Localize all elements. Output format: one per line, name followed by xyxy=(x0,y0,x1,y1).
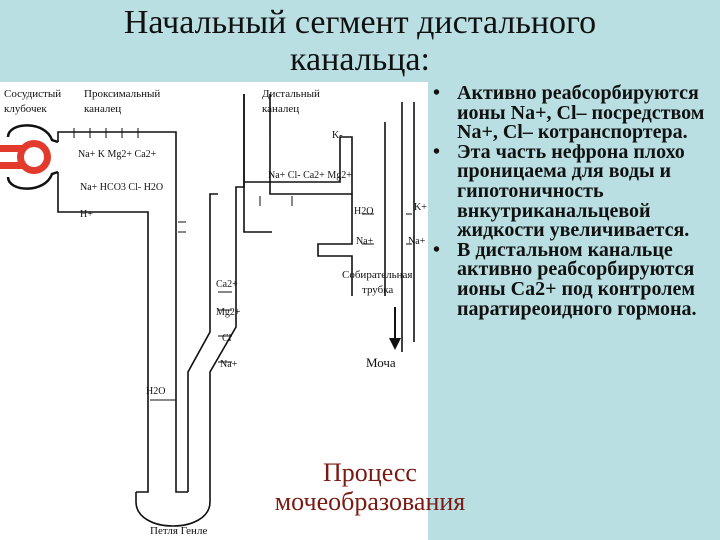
reabsorption-arrows xyxy=(73,128,412,401)
label-loop-of-henle: Петля Генле xyxy=(150,525,207,537)
ion-prox-h: H+ xyxy=(80,209,93,220)
ion-collecting-na-2: Na+ xyxy=(408,236,426,247)
ion-prox-row-1: Na+ K Mg2+ Ca2+ xyxy=(78,149,157,160)
ion-collecting-h2o: H2O xyxy=(354,206,373,217)
label-glomerulus-line-1: Сосудистый xyxy=(4,88,61,100)
bullet-item-2: Эта часть нефрона плохо проницаема для в… xyxy=(431,142,719,241)
label-collecting-line-2: трубка xyxy=(362,284,393,296)
slide-title: Начальный сегмент дистального канальца: xyxy=(0,4,720,78)
process-caption: Процесс мочеобразования xyxy=(240,458,500,516)
urine-arrow xyxy=(389,307,401,350)
bullet-list: Активно реабсорбируются ионы Na+, Cl– по… xyxy=(431,83,719,319)
ion-prox-row-2: Na+ HCO3 Cl- H2O xyxy=(80,182,163,193)
slide-title-line-1: Начальный сегмент дистального xyxy=(123,4,597,41)
ion-ascending-na: Na+ xyxy=(220,359,238,370)
loop-of-henle xyxy=(135,94,245,527)
ion-ascending-mg: Mg2+ xyxy=(216,307,241,318)
slide-title-line-2: канальца: xyxy=(290,41,430,78)
bullet-item-1: Активно реабсорбируются ионы Na+, Cl– по… xyxy=(431,83,719,143)
glomerulus-icon xyxy=(0,124,59,190)
label-collecting-line-1: Собирательная xyxy=(342,269,412,281)
process-caption-line-2: мочеобразования xyxy=(274,487,466,516)
nephron-diagram-panel: Сосудистый клубочек Проксимальный канале… xyxy=(0,82,428,540)
nephron-diagram: Сосудистый клубочек Проксимальный канале… xyxy=(0,88,427,537)
label-distal-line-2: каналец xyxy=(262,103,299,115)
ion-descending-h2o: H2O xyxy=(146,386,165,397)
ion-collecting-na-1: Na+ xyxy=(356,236,374,247)
proximal-tubule xyxy=(57,131,188,493)
process-caption-line-1: Процесс xyxy=(323,458,417,487)
label-urine: Моча xyxy=(366,355,396,370)
label-proximal-line-2: каналец xyxy=(84,103,121,115)
distal-tubule xyxy=(243,94,353,233)
ion-ascending-ca: Ca2+ xyxy=(216,279,238,290)
ion-distal-k: K- xyxy=(332,130,343,141)
ion-distal-row: Na+ Cl- Ca2+ Mg2+ xyxy=(268,170,352,181)
label-glomerulus-line-2: клубочек xyxy=(4,103,47,115)
ion-collecting-k: K+ xyxy=(414,202,427,213)
collecting-duct xyxy=(317,102,415,352)
label-distal-line-1: Дистальный xyxy=(262,88,320,100)
ion-ascending-cl: Cl xyxy=(222,333,232,344)
bullet-item-3: В дистальном канальце активно реабсорбир… xyxy=(431,240,719,319)
label-proximal-line-1: Проксимальный xyxy=(84,88,160,100)
